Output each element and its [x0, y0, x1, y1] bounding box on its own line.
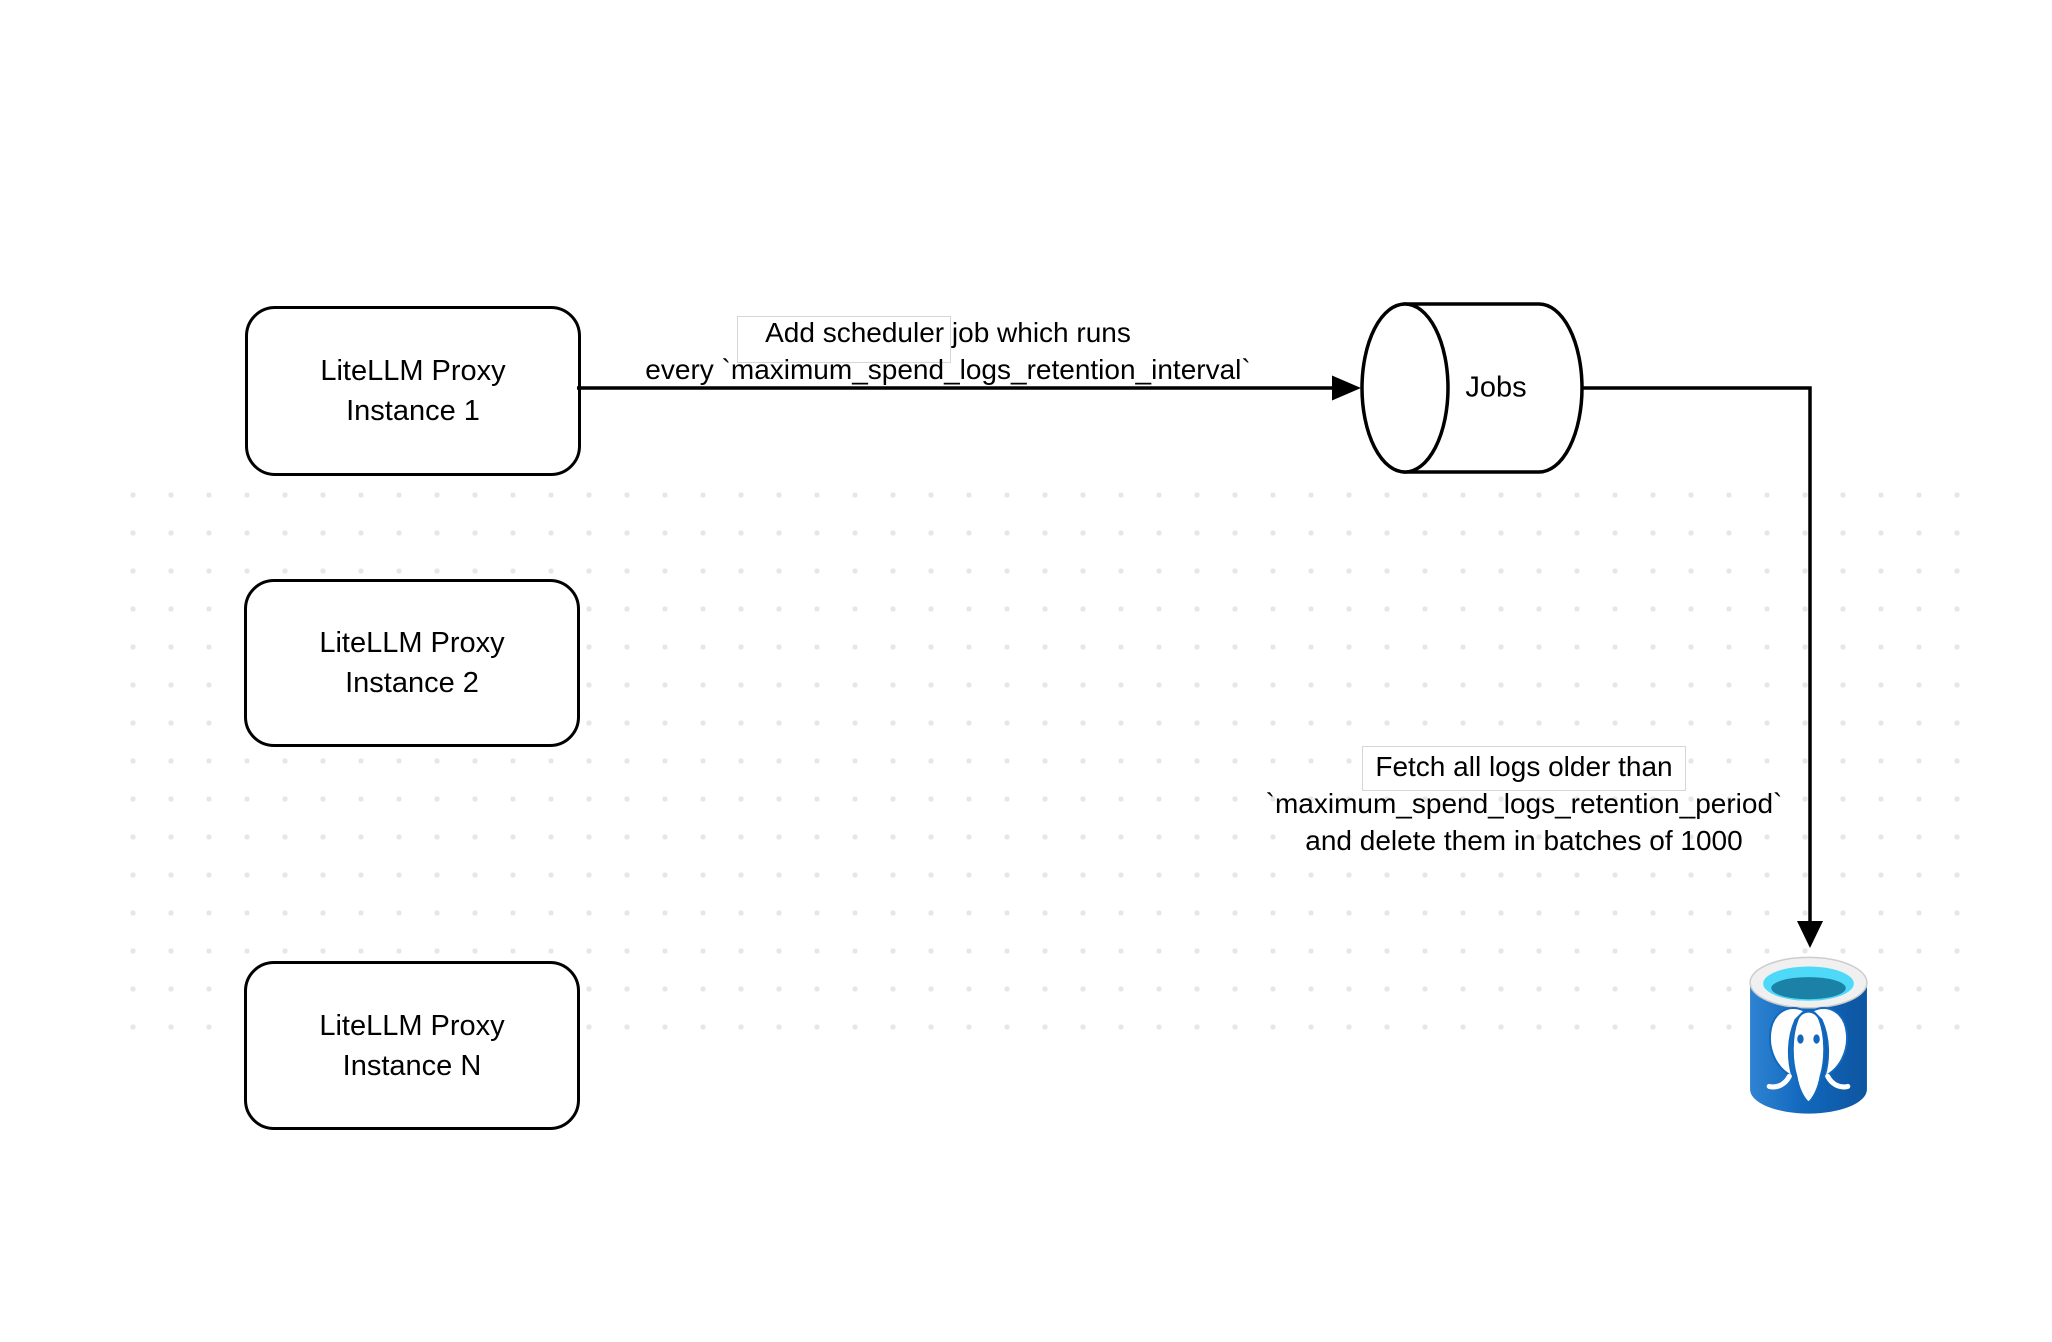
node-title-line: LiteLLM Proxy [319, 627, 505, 659]
edge-fetch-line [1582, 386, 1812, 921]
node-title-line: LiteLLM Proxy [320, 355, 506, 387]
edge-label-fetch-logs: Fetch all logs older than `maximum_spend… [1266, 748, 1783, 859]
node-litellm-proxy-instance-n: LiteLLM Proxy Instance N [244, 961, 580, 1130]
node-litellm-proxy-instance-2: LiteLLM Proxy Instance 2 [244, 579, 580, 747]
edge-label-line: every `maximum_spend_logs_retention_inte… [645, 354, 1251, 385]
node-title-line: Instance 1 [346, 395, 480, 427]
jobs-node-label: Jobs [1465, 371, 1527, 404]
postgres-elephant [1768, 1007, 1849, 1104]
elephant-face-trunk [1791, 1010, 1826, 1104]
elephant-tusks [1766, 1073, 1851, 1090]
node-title-line: Instance 2 [345, 667, 479, 699]
postgresql-database-icon [1749, 956, 1868, 1114]
elephant-left-tusk [1766, 1073, 1792, 1090]
edge-label-line: Fetch all logs older than [1375, 751, 1673, 782]
edge-label-line: `maximum_spend_logs_retention_period` [1265, 788, 1783, 819]
edge-label-add-scheduler: Add scheduler job which runs every `maxi… [645, 314, 1250, 388]
elephant-right-eye [1813, 1034, 1820, 1044]
fetch-label-background [1362, 746, 1686, 791]
elephant-eyes [1797, 1034, 1820, 1044]
edge-fetch-arrowhead [1797, 921, 1823, 948]
node-litellm-proxy-instance-1: LiteLLM Proxy Instance 1 [245, 306, 581, 476]
node-title-line: LiteLLM Proxy [319, 1009, 505, 1042]
elephant-left-eye [1797, 1034, 1804, 1044]
scheduler-label-background [737, 316, 951, 363]
node-title-line: Instance N [342, 1049, 482, 1082]
elephant-left-ear [1768, 1007, 1807, 1079]
elephant-right-tusk [1825, 1073, 1851, 1090]
jobs-cylinder-cap [1360, 302, 1450, 474]
edge-scheduler-arrowhead [1332, 375, 1361, 401]
jobs-cylinder-body [1403, 302, 1584, 474]
elephant-right-ear [1810, 1007, 1849, 1079]
postgres-liquid [1771, 977, 1846, 1000]
edge-label-line: and delete them in batches of 1000 [1305, 825, 1743, 856]
edge-label-line: Add scheduler job which runs [765, 317, 1131, 348]
